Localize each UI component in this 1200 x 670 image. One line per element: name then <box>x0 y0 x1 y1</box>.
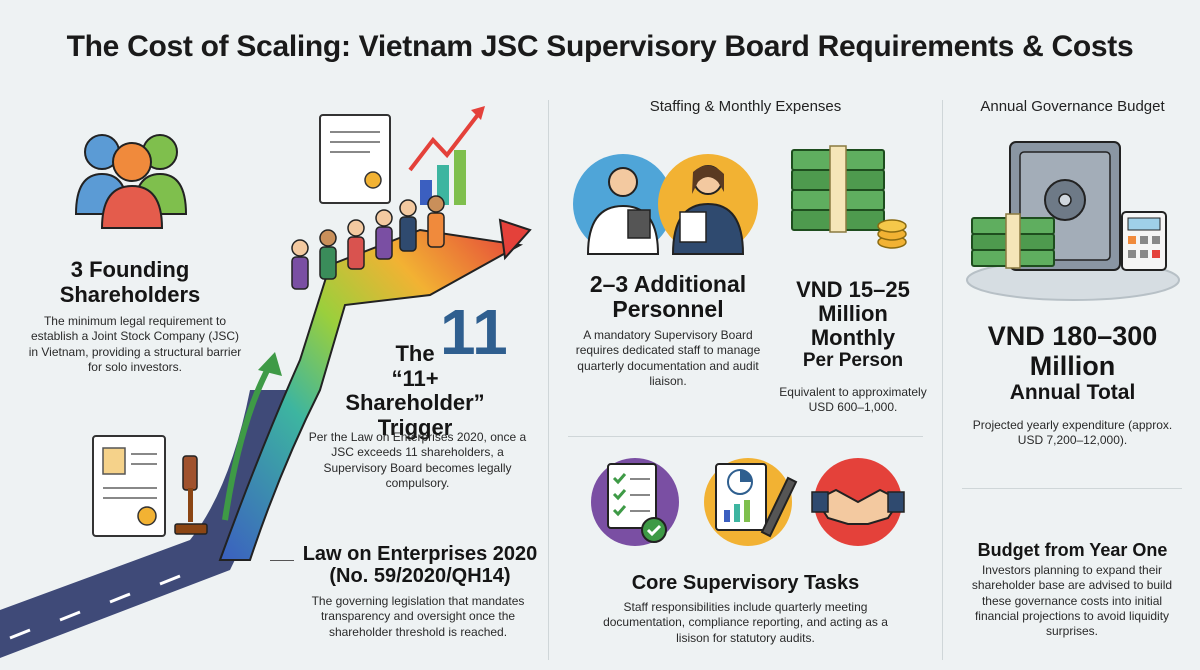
monthly-cost-heading: VND 15–25 Million Monthly Per Person <box>796 277 910 371</box>
growth-road-illustration <box>0 90 540 670</box>
page-title: The Cost of Scaling: Vietnam JSC Supervi… <box>66 30 1134 63</box>
report-pen-icon <box>700 452 800 552</box>
shareholders-crowd-icon <box>280 190 460 320</box>
tasks-heading: Core Supervisory Tasks <box>631 572 860 594</box>
law-document-gavel-icon <box>85 430 235 545</box>
certificate-chart-icon <box>315 100 490 210</box>
personnel-description: A mandatory Supervisory Board requires d… <box>575 328 761 389</box>
personnel-heading: 2–3 Additional Personnel <box>589 271 747 323</box>
monthly-cost-description: Equivalent to approximately USD 600–1,00… <box>779 385 927 415</box>
trigger-description: Per the Law on Enterprises 2020, once a … <box>308 430 527 491</box>
column-divider-right <box>942 100 943 660</box>
year-one-description: Investors planning to expand their share… <box>971 563 1173 639</box>
personnel-icon <box>568 142 768 260</box>
handshake-icon <box>808 452 908 552</box>
column-divider-left <box>548 100 549 660</box>
founders-group-icon <box>72 122 192 232</box>
staffing-section-title: Staffing & Monthly Expenses <box>649 98 842 115</box>
budget-section-title: Annual Governance Budget <box>980 98 1165 115</box>
founders-heading: 3 Founding Shareholders <box>59 257 201 307</box>
safe-money-icon <box>962 130 1184 305</box>
annual-total-heading: VND 180–300 Million Annual Total <box>987 321 1158 405</box>
middle-row-divider <box>568 436 923 437</box>
tasks-description: Staff responsibilities include quarterly… <box>603 600 888 645</box>
law-connector-line <box>270 560 294 561</box>
founders-description: The minimum legal requirement to establi… <box>28 314 242 375</box>
year-one-heading: Budget from Year One <box>977 540 1168 560</box>
law-description: The governing legislation that mandates … <box>311 594 525 639</box>
checklist-icon <box>590 452 680 552</box>
trigger-heading: The “11+ Shareholder” Trigger <box>345 341 485 440</box>
right-row-divider <box>962 488 1182 489</box>
cash-stack-icon <box>782 140 912 258</box>
trigger-number: 11 <box>440 296 508 368</box>
law-heading: Law on Enterprises 2020 (No. 59/2020/QH1… <box>302 543 538 588</box>
annual-total-description: Projected yearly expenditure (approx. US… <box>972 418 1173 448</box>
